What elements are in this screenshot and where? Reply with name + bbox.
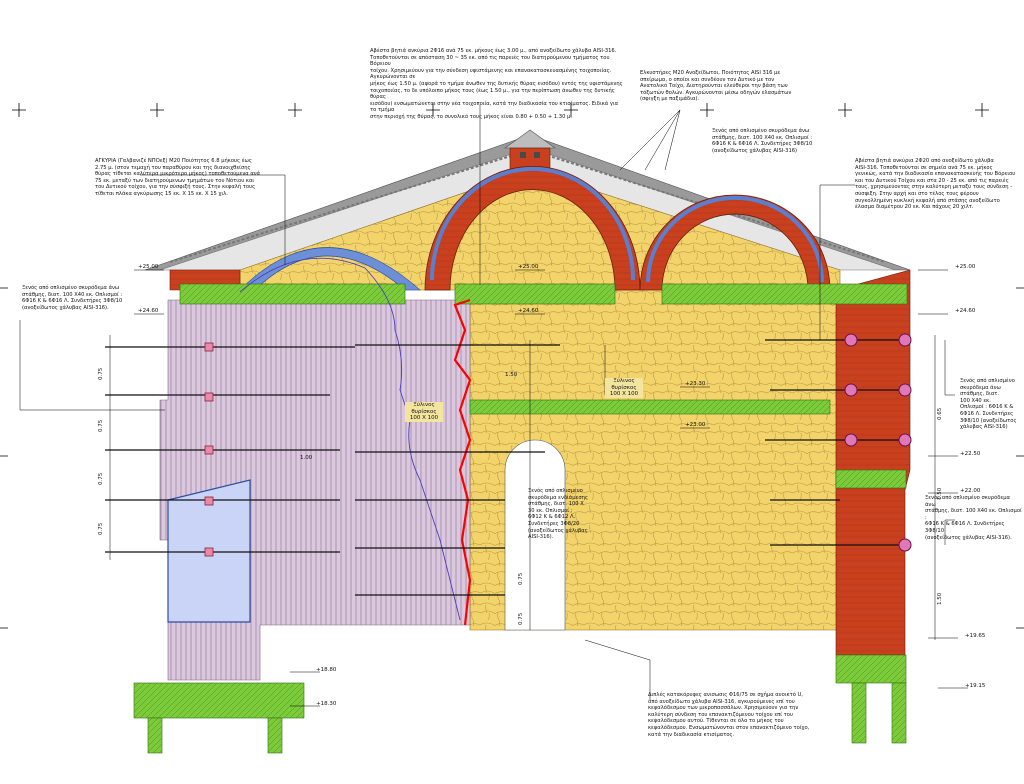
level-label: +25.00 [518, 264, 539, 270]
crack-line [453, 298, 472, 626]
level-label: +18.80 [316, 667, 337, 673]
dimension-label: 0.75 [518, 612, 524, 625]
dimension-label: 0.65 [937, 407, 943, 420]
window-label: Ξύλινος θυρίσκος 100 X 100 [405, 402, 443, 422]
level-label: +24.60 [955, 308, 976, 314]
level-label: +24.60 [518, 308, 539, 314]
dimension-label: 0.75 [518, 572, 524, 585]
dimension-label: 1.50 [937, 592, 943, 605]
dimension-label: 0.75 [98, 419, 104, 432]
annotation-top-center: Αβέστα βητιά ανκύρια 2Φ16 ανά 75 εκ. μήκ… [370, 48, 623, 120]
dimension-label: 1.00 [300, 455, 313, 461]
tie-rods [105, 339, 905, 596]
annotation-center-right-beam: Ξενός από οπλισμένο σκυρόδεμα άνω στάθμη… [712, 128, 813, 154]
annotation-center-beam: Ξενός από οπλισμένο σκυρόδεμα ενδιάμεσης… [528, 488, 588, 541]
registration-marks [0, 103, 1024, 629]
annotation-right-lower: Ξενός από οπλισμένο σκυρόδεμα άνω στάθμη… [925, 495, 1022, 541]
anchor-heads [844, 333, 912, 552]
level-label: +23.30 [685, 381, 706, 387]
rc-beams [133, 283, 908, 754]
level-markers [134, 269, 968, 707]
level-label: +24.60 [138, 308, 159, 314]
annotation-top-right: Ελκυστήρες Μ20 Ανοξείδωτοι, Ποιότητος AI… [640, 70, 792, 103]
annotation-bottom-right: Διπλές κατακόρυφες ανισωσις Φ16/75 σε σχ… [648, 692, 810, 738]
level-label: +22.00 [960, 488, 981, 494]
dimension-lines [109, 335, 936, 640]
window-label: Ξύλινος θυρίσκος 100 X 100 [605, 378, 643, 398]
arches [424, 165, 831, 291]
level-label: +25.00 [955, 264, 976, 270]
dimension-label: 0.75 [98, 522, 104, 535]
annotation-right-upper: Αβέστα βητιά ανκύρια 2Φ20 από ανοξείδωτο… [855, 158, 1016, 211]
right-pier [835, 269, 911, 656]
annotation-top-left: ΑΓΚΥΡΙΑ (Γαλβανιζέ ΝΠΟεξ) Μ20 Ποιότητος … [95, 158, 261, 197]
anchor-plates [204, 342, 214, 557]
annotation-right-mid: Ξενός από οπλισμένο σκυρόδεμα άνω στάθμη… [960, 378, 1017, 431]
level-label: +25.00 [138, 264, 159, 270]
level-label: +19.15 [965, 683, 986, 689]
dimension-label: 1.50 [505, 372, 518, 378]
door-opening [504, 439, 566, 631]
dimension-label: 0.75 [98, 472, 104, 485]
level-label: +18.30 [316, 701, 337, 707]
dimension-label: 0.75 [98, 367, 104, 380]
level-label: +19.65 [965, 633, 986, 639]
level-label: +22.50 [960, 451, 981, 457]
level-label: +23.00 [685, 422, 706, 428]
purple-trace [239, 257, 461, 621]
leader-lines [19, 105, 955, 700]
annotation-left-beam: Ξενός από οπλισμένο σκυρόδεμα άνω στάθμη… [22, 285, 123, 311]
